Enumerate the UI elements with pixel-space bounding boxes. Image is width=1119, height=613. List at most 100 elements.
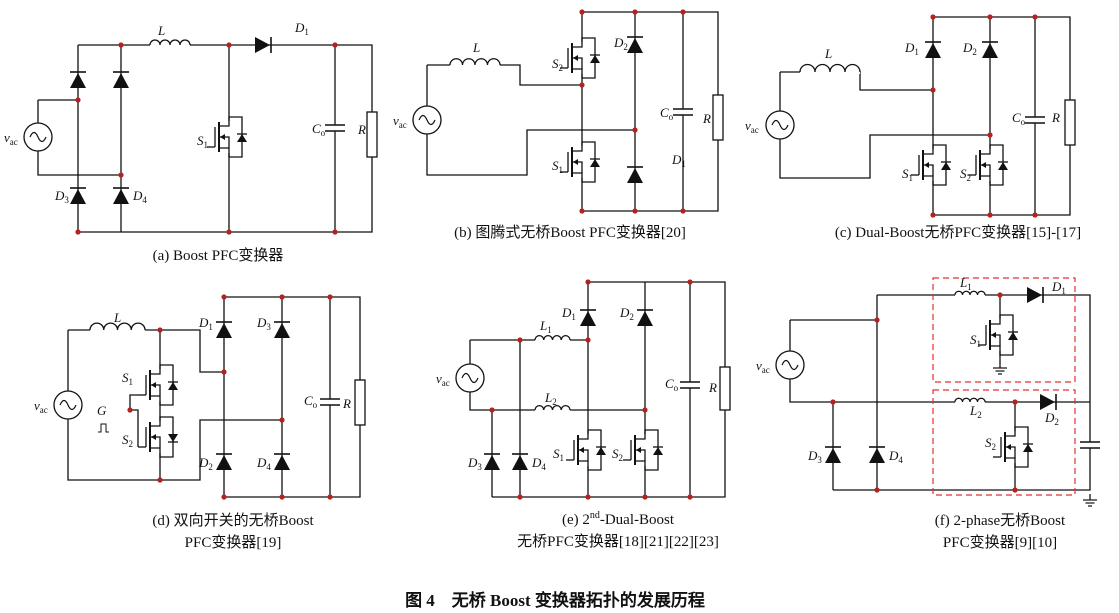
- label-main: D: [1044, 410, 1055, 425]
- capacitor-icon: [1080, 441, 1100, 449]
- inductor-icon: [89, 322, 146, 332]
- component-label: D1: [294, 20, 309, 37]
- mosfet-arrow: [573, 159, 578, 165]
- component-label: D2: [619, 305, 634, 322]
- label-main: D: [198, 315, 209, 330]
- node-dot: [327, 494, 333, 500]
- component-label: D1: [1051, 279, 1066, 296]
- component-label: D4: [888, 448, 903, 465]
- wire: [581, 141, 596, 183]
- label-subscript: o: [669, 112, 674, 122]
- node-dot: [585, 279, 591, 285]
- component-label: L1: [959, 275, 972, 292]
- diode-triangle: [484, 455, 500, 470]
- node-dot: [517, 337, 523, 343]
- node-dot: [332, 42, 338, 48]
- inductor-coil: [534, 334, 571, 341]
- component-label: R: [342, 396, 351, 411]
- mosfet-icon: [993, 426, 1033, 468]
- caption-a-line1: (a) Boost PFC变换器: [152, 248, 284, 264]
- label-main: D: [294, 20, 305, 35]
- wire: [989, 144, 1004, 186]
- body-diode: [1008, 332, 1018, 340]
- wire: [67, 330, 282, 481]
- label-main: L: [539, 318, 547, 333]
- resistor-icon: [366, 111, 378, 158]
- body-diode: [237, 134, 247, 142]
- node-dot: [680, 208, 686, 214]
- diode-triangle: [1027, 287, 1042, 303]
- inductor-icon: [799, 63, 861, 74]
- diode-triangle: [70, 189, 86, 204]
- cap-gap: [1088, 442, 1092, 448]
- component-label: vac: [393, 113, 407, 130]
- ac-source-icon: [23, 122, 53, 152]
- label-main: C: [665, 376, 674, 391]
- wire: [581, 37, 596, 79]
- caption-e-sup: nd: [589, 510, 600, 521]
- node-dot: [874, 487, 880, 493]
- phase2-dashed-box: [932, 389, 1076, 496]
- diode-triangle: [512, 455, 528, 470]
- node-dot: [830, 399, 836, 405]
- inductor-coil: [449, 58, 501, 66]
- label-subscript: 2: [992, 442, 997, 452]
- capacitor-icon: [673, 108, 693, 116]
- diode-icon: [1027, 287, 1044, 303]
- sine-wave: [418, 114, 436, 126]
- component-label: D3: [54, 188, 69, 205]
- component-label: S1: [553, 446, 564, 463]
- wire: [587, 429, 602, 471]
- wire: [219, 121, 230, 127]
- label-main: D: [671, 152, 682, 167]
- mosfet-arrow: [981, 162, 986, 168]
- node-dot: [579, 9, 585, 15]
- component-label: D3: [467, 455, 482, 472]
- node-dot: [585, 494, 591, 500]
- diode-icon: [216, 453, 232, 470]
- node-dot: [987, 132, 993, 138]
- diode-icon: [484, 453, 500, 470]
- node-dot: [226, 42, 232, 48]
- label-subscript: ac: [10, 137, 18, 147]
- diode-icon: [627, 166, 643, 183]
- caption-c-line1: (c) Dual-Boost无桥PFC变换器[15]-[17]: [834, 225, 1082, 241]
- diode-icon: [274, 321, 290, 338]
- label-subscript: o: [321, 128, 326, 138]
- ac-source-icon: [765, 110, 795, 140]
- component-label: D1: [561, 305, 576, 322]
- inductor-icon: [534, 334, 571, 342]
- body-diode: [168, 382, 178, 390]
- inductor-icon: [534, 404, 571, 412]
- wire: [223, 296, 361, 498]
- resistor-icon: [712, 94, 724, 141]
- label-subscript: 1: [304, 27, 309, 37]
- wire: [159, 364, 174, 406]
- diode-icon: [512, 453, 528, 470]
- label-main: S: [612, 446, 619, 461]
- label-subscript: o: [313, 400, 318, 410]
- label-main: v: [34, 398, 40, 413]
- node-dot: [279, 494, 285, 500]
- diode-triangle: [869, 448, 885, 463]
- node-dot: [680, 9, 686, 15]
- label-subscript: 2: [967, 173, 972, 183]
- component-label: L: [472, 40, 480, 55]
- diode-icon: [627, 36, 643, 53]
- component-label: L: [157, 23, 165, 38]
- node-dot: [1012, 399, 1018, 405]
- node-dot: [687, 494, 693, 500]
- mosfet-icon: [911, 144, 951, 186]
- diode-triangle: [627, 168, 643, 183]
- label-main: D: [54, 188, 65, 203]
- label-subscript: 2: [619, 453, 624, 463]
- component-label: G: [97, 403, 107, 418]
- label-subscript: 4: [898, 455, 903, 465]
- label-subscript: 3: [477, 462, 482, 472]
- component-label: D1: [904, 40, 919, 57]
- ac-source-icon: [455, 363, 485, 393]
- label-subscript: 1: [560, 453, 565, 463]
- node-dot: [327, 294, 333, 300]
